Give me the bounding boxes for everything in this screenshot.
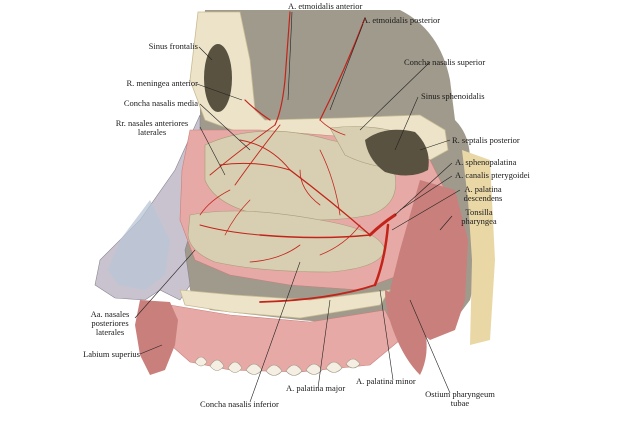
frontal-sinus bbox=[204, 44, 232, 112]
sphenoid-sinus bbox=[365, 129, 429, 176]
descending-palatine-artery bbox=[373, 223, 390, 287]
label-ostium-line1: Ostium pharyngeum bbox=[425, 389, 495, 399]
cervical-vertebrae bbox=[462, 150, 495, 345]
label-ostium-line2: tubae bbox=[450, 398, 470, 408]
label-rr-nasales-anteriores: Rr. nasales anteriores laterales bbox=[98, 119, 206, 137]
label-r-septalis-posterior: R. septalis posterior bbox=[452, 135, 520, 145]
arteries bbox=[199, 11, 397, 303]
label-sinus-sphenoidalis: Sinus sphenoidalis bbox=[421, 91, 485, 101]
label-rr-nasales-line1: Rr. nasales anteriores bbox=[115, 118, 189, 128]
label-rr-nasales-line2: laterales bbox=[137, 127, 167, 137]
nasal-cartilage bbox=[108, 200, 170, 290]
label-tonsilla-pharyngea: Tonsilla pharyngea bbox=[449, 208, 509, 226]
label-a-ethmoidalis-anterior: A. etmoidalis anterior bbox=[288, 1, 363, 11]
label-tonsilla-line2: pharyngea bbox=[461, 216, 497, 226]
label-aa-nasales-line1: Aa. nasales bbox=[90, 309, 130, 319]
anterior-ethmoidal-artery bbox=[274, 11, 291, 126]
upper-lip bbox=[135, 300, 178, 375]
label-concha-nasalis-inferior: Concha nasalis inferior bbox=[200, 399, 279, 409]
label-aa-nasales-line2: posteriores bbox=[91, 318, 129, 328]
sphenopalatine-artery bbox=[368, 213, 397, 237]
soft-palate bbox=[385, 290, 427, 375]
meningeal-branch bbox=[244, 99, 271, 121]
label-concha-nasalis-media: Concha nasalis media bbox=[123, 98, 198, 108]
oral-cavity bbox=[164, 304, 401, 373]
label-aa-nasales-line3: laterales bbox=[95, 327, 125, 337]
label-a-palatina-desc-line2: descendens bbox=[463, 193, 503, 203]
label-a-palatina-descendens: A. palatina descendens bbox=[452, 185, 514, 203]
greater-palatine-artery bbox=[259, 284, 376, 303]
label-tonsilla-line1: Tonsilla bbox=[465, 207, 493, 217]
leader-lines bbox=[134, 11, 461, 403]
label-sinus-frontalis: Sinus frontalis bbox=[148, 41, 198, 51]
label-a-palatina-desc-line1: A. palatina bbox=[464, 184, 502, 194]
label-a-sphenopalatina: A. sphenopalatina bbox=[455, 157, 517, 167]
inferior-concha bbox=[187, 210, 386, 273]
label-concha-nasalis-superior: Concha nasalis superior bbox=[404, 57, 486, 67]
label-a-palatina-minor: A. palatina minor bbox=[356, 376, 416, 386]
frontal-bone bbox=[189, 11, 449, 161]
label-r-meningea-anterior: R. meningea anterior bbox=[126, 78, 198, 88]
label-a-palatina-major: A. palatina major bbox=[286, 383, 346, 393]
upper-teeth bbox=[194, 356, 361, 376]
label-a-ethmoidalis-posterior: A. etmoidalis posterior bbox=[362, 15, 441, 25]
label-labium-superius: Labium superius bbox=[83, 349, 140, 359]
label-a-canalis-pterygoidei: A. canalis pterygoidei bbox=[455, 170, 530, 180]
label-ostium-pharyngeum-tubae: Ostium pharyngeum tubae bbox=[418, 390, 502, 408]
label-aa-nasales-posteriores: Aa. nasales posteriores laterales bbox=[80, 310, 140, 337]
posterior-ethmoidal-artery bbox=[319, 17, 366, 121]
